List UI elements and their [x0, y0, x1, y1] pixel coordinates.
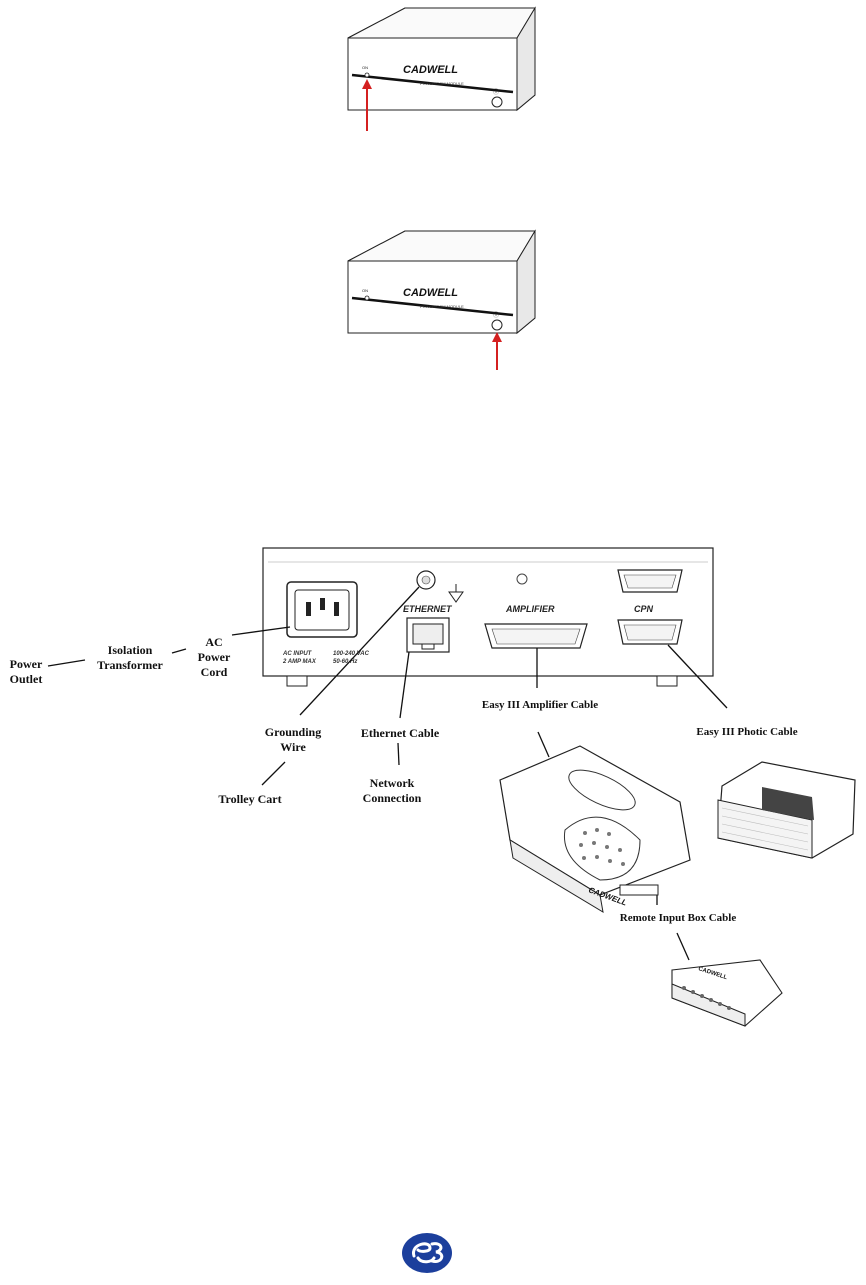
ac-inlet [286, 581, 358, 638]
remote-input-box-cable-text: Remote Input Box Cable [619, 912, 737, 924]
cpn-label: CPN [634, 604, 654, 614]
amplifier-label: AMPLIFIER [505, 604, 555, 614]
cpn-port-bottom [617, 619, 683, 645]
on-label: ON [362, 288, 368, 293]
module-subtitle: POWER/COM MODULE [420, 304, 464, 309]
grounding-wire-line1: Grounding [264, 725, 322, 739]
ac-power-cord-line1: AC Power [197, 635, 231, 664]
remote-input-box-cable-label: Remote Input Box Cable [610, 911, 746, 926]
e3-logo [402, 1233, 452, 1273]
amplifier-port [484, 623, 588, 649]
ac-input-line2: 2 AMP MAX [282, 659, 317, 665]
cpn-port-top [617, 569, 683, 593]
ac-power-cord-label: AC Power Cord [188, 635, 240, 680]
ac-input-line1: AC INPUT [282, 651, 313, 657]
power-outlet-label: Power Outlet [4, 657, 48, 687]
arrow-head [362, 79, 372, 89]
photic-cable-label: Easy III Photic Cable [682, 725, 812, 740]
ac-power-cord-line2: Cord [200, 665, 228, 679]
grounding-wire-line2: Wire [280, 740, 306, 754]
power-symbol: Ⓘ [493, 311, 499, 319]
on-led [364, 295, 370, 301]
remote-input-box: CADWELL [671, 959, 783, 1027]
module-box [347, 6, 536, 112]
easy-iii-photic-box [717, 761, 856, 859]
module-subtitle: POWER/COM MODULE [420, 81, 464, 86]
power-outlet-line1: Power [9, 657, 43, 671]
connection-diagram: AC INPUT 2 AMP MAX 100-240 VAC 50-60 Hz … [47, 547, 856, 1027]
grounding-wire-label: Grounding Wire [257, 725, 329, 755]
power-symbol: Ⓘ [493, 88, 499, 96]
isolation-transformer-label: Isolation Transformer [88, 643, 172, 673]
leader-lines [47, 586, 728, 961]
network-connection-line1: Network [369, 776, 415, 790]
on-led [364, 72, 370, 78]
ethernet-cable-label: Ethernet Cable [352, 726, 448, 741]
network-connection-line2: Connection [362, 791, 422, 805]
easy-iii-amplifier-box: CADWELL [499, 745, 691, 913]
ethernet-label: ETHERNET [403, 604, 453, 614]
module-front-diagram-1: ON CADWELL POWER/COM MODULE Ⓘ [347, 6, 536, 131]
arrow-head [492, 332, 502, 342]
isolation-transformer-line2: Transformer [97, 658, 163, 672]
module-box [347, 229, 536, 335]
panel-hole [516, 573, 528, 585]
cadwell-brand: CADWELL [403, 64, 458, 76]
ethernet-port [406, 617, 450, 653]
amplifier-cable-text: Easy III Amplifier Cable [481, 699, 599, 711]
amplifier-cable-label: Easy III Amplifier Cable [470, 698, 610, 713]
ground-screw [416, 570, 464, 603]
on-label: ON [362, 65, 368, 70]
isolation-transformer-line1: Isolation [107, 643, 153, 657]
trolley-cart-label: Trolley Cart [210, 792, 290, 807]
power-outlet-line2: Outlet [9, 672, 43, 686]
ethernet-cable-text: Ethernet Cable [360, 726, 440, 740]
photic-cable-text: Easy III Photic Cable [696, 726, 798, 738]
power-button [491, 96, 503, 108]
module-front-diagram-2: ON CADWELL POWER/COM MODULE Ⓘ [347, 229, 536, 370]
trolley-cart-text: Trolley Cart [218, 792, 282, 806]
network-connection-label: Network Connection [352, 776, 432, 806]
power-button [491, 319, 503, 331]
cadwell-brand: CADWELL [403, 287, 458, 299]
voltage-line2: 50-60 Hz [333, 659, 357, 665]
voltage-line1: 100-240 VAC [333, 651, 370, 657]
